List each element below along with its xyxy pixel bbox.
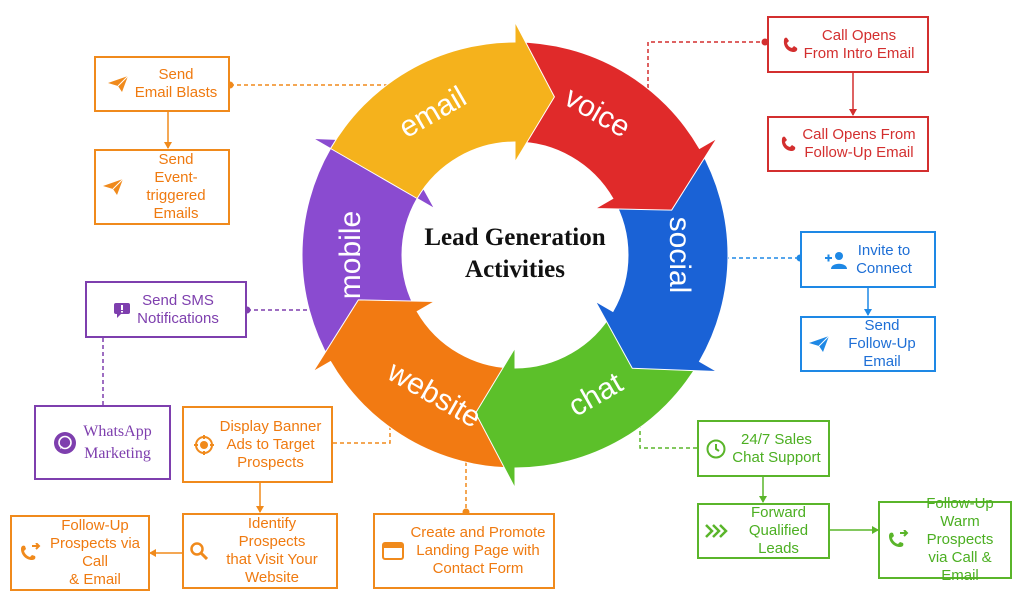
sales-chat-support-label: 24/7 Sales Chat Support <box>732 430 821 466</box>
target-icon <box>193 434 214 455</box>
connector-website-banner <box>333 405 391 444</box>
identify-prospects-box: Identify Prospects that Visit Your Websi… <box>182 513 338 589</box>
send-event-triggered-emails-box: Send Event-triggered Emails <box>94 149 230 225</box>
ring-segment-voice <box>514 41 718 211</box>
paper-plane-icon <box>107 75 129 93</box>
forward-qualified-leads-box: Forward Qualified Leads <box>697 503 830 559</box>
identify-prospects-label: Identify Prospects that Visit Your Websi… <box>226 515 318 586</box>
send-email-blasts-box: Send Email Blasts <box>94 56 230 112</box>
create-landing-page-box: Create and Promote Landing Page with Con… <box>373 513 555 589</box>
phone-icon <box>780 136 796 152</box>
send-event-triggered-emails-label: Send Event-triggered Emails <box>146 151 206 222</box>
clock-icon <box>706 439 726 459</box>
display-banner-ads-box: Display Banner Ads to Target Prospects <box>182 406 333 483</box>
invite-to-connect-label: Invite to Connect <box>856 241 912 277</box>
send-sms-notifications-label: Send SMS Notifications <box>137 291 219 327</box>
paper-plane-icon <box>102 178 124 196</box>
ring-label-social: social <box>663 217 696 294</box>
display-banner-ads-label: Display Banner Ads to Target Prospects <box>219 417 322 471</box>
follow-up-warm-prospects-label: Follow-Up Warm Prospects via Call & Emai… <box>926 495 994 584</box>
forward-qualified-leads-label: Forward Qualified Leads <box>748 504 809 557</box>
send-email-blasts-label: Send Email Blasts <box>134 66 218 101</box>
center-title: Lead Generation Activities <box>424 224 606 283</box>
call-opens-intro-email-label: Call Opens From Intro Email <box>803 26 915 62</box>
ring-label-mobile: mobile <box>334 211 367 299</box>
connector-chat-support <box>639 410 697 449</box>
sms-icon <box>113 302 131 318</box>
whatsapp-icon <box>53 431 77 455</box>
add-user-icon <box>824 251 850 269</box>
search-icon <box>190 542 208 560</box>
phone-icon <box>782 37 798 53</box>
call-opens-follow-up-email-box: Call Opens From Follow-Up Email <box>767 116 929 172</box>
follow-up-prospects-box: Follow-Up Prospects via Call & Email <box>10 515 150 591</box>
create-landing-page-label: Create and Promote Landing Page with Con… <box>410 524 546 577</box>
send-follow-up-email-box: Send Follow-Up Email <box>800 316 936 372</box>
paper-plane-icon <box>808 335 830 353</box>
call-opens-intro-email-box: Call Opens From Intro Email <box>767 16 929 73</box>
send-follow-up-email-label: Send Follow-Up Email <box>848 317 916 370</box>
phone-callback-icon <box>18 543 42 563</box>
ring-segment-website <box>312 299 516 469</box>
whatsapp-marketing-label: WhatsApp Marketing <box>83 422 152 462</box>
browser-window-icon <box>382 542 405 560</box>
sales-chat-support-box: 24/7 Sales Chat Support <box>697 420 830 477</box>
ring-segment-email <box>329 21 556 200</box>
invite-to-connect-box: Invite to Connect <box>800 231 936 288</box>
double-chevron-right-icon <box>705 524 729 538</box>
call-opens-follow-up-email-label: Call Opens From Follow-Up Email <box>802 126 916 161</box>
send-sms-notifications-box: Send SMS Notifications <box>85 281 247 338</box>
follow-up-prospects-label: Follow-Up Prospects via Call & Email <box>49 517 141 588</box>
connector-voice-intro <box>647 41 765 95</box>
phone-callback-icon <box>886 530 910 550</box>
follow-up-warm-prospects-box: Follow-Up Warm Prospects via Call & Emai… <box>878 495 1012 584</box>
whatsapp-marketing-box: WhatsApp Marketing <box>34 405 171 480</box>
